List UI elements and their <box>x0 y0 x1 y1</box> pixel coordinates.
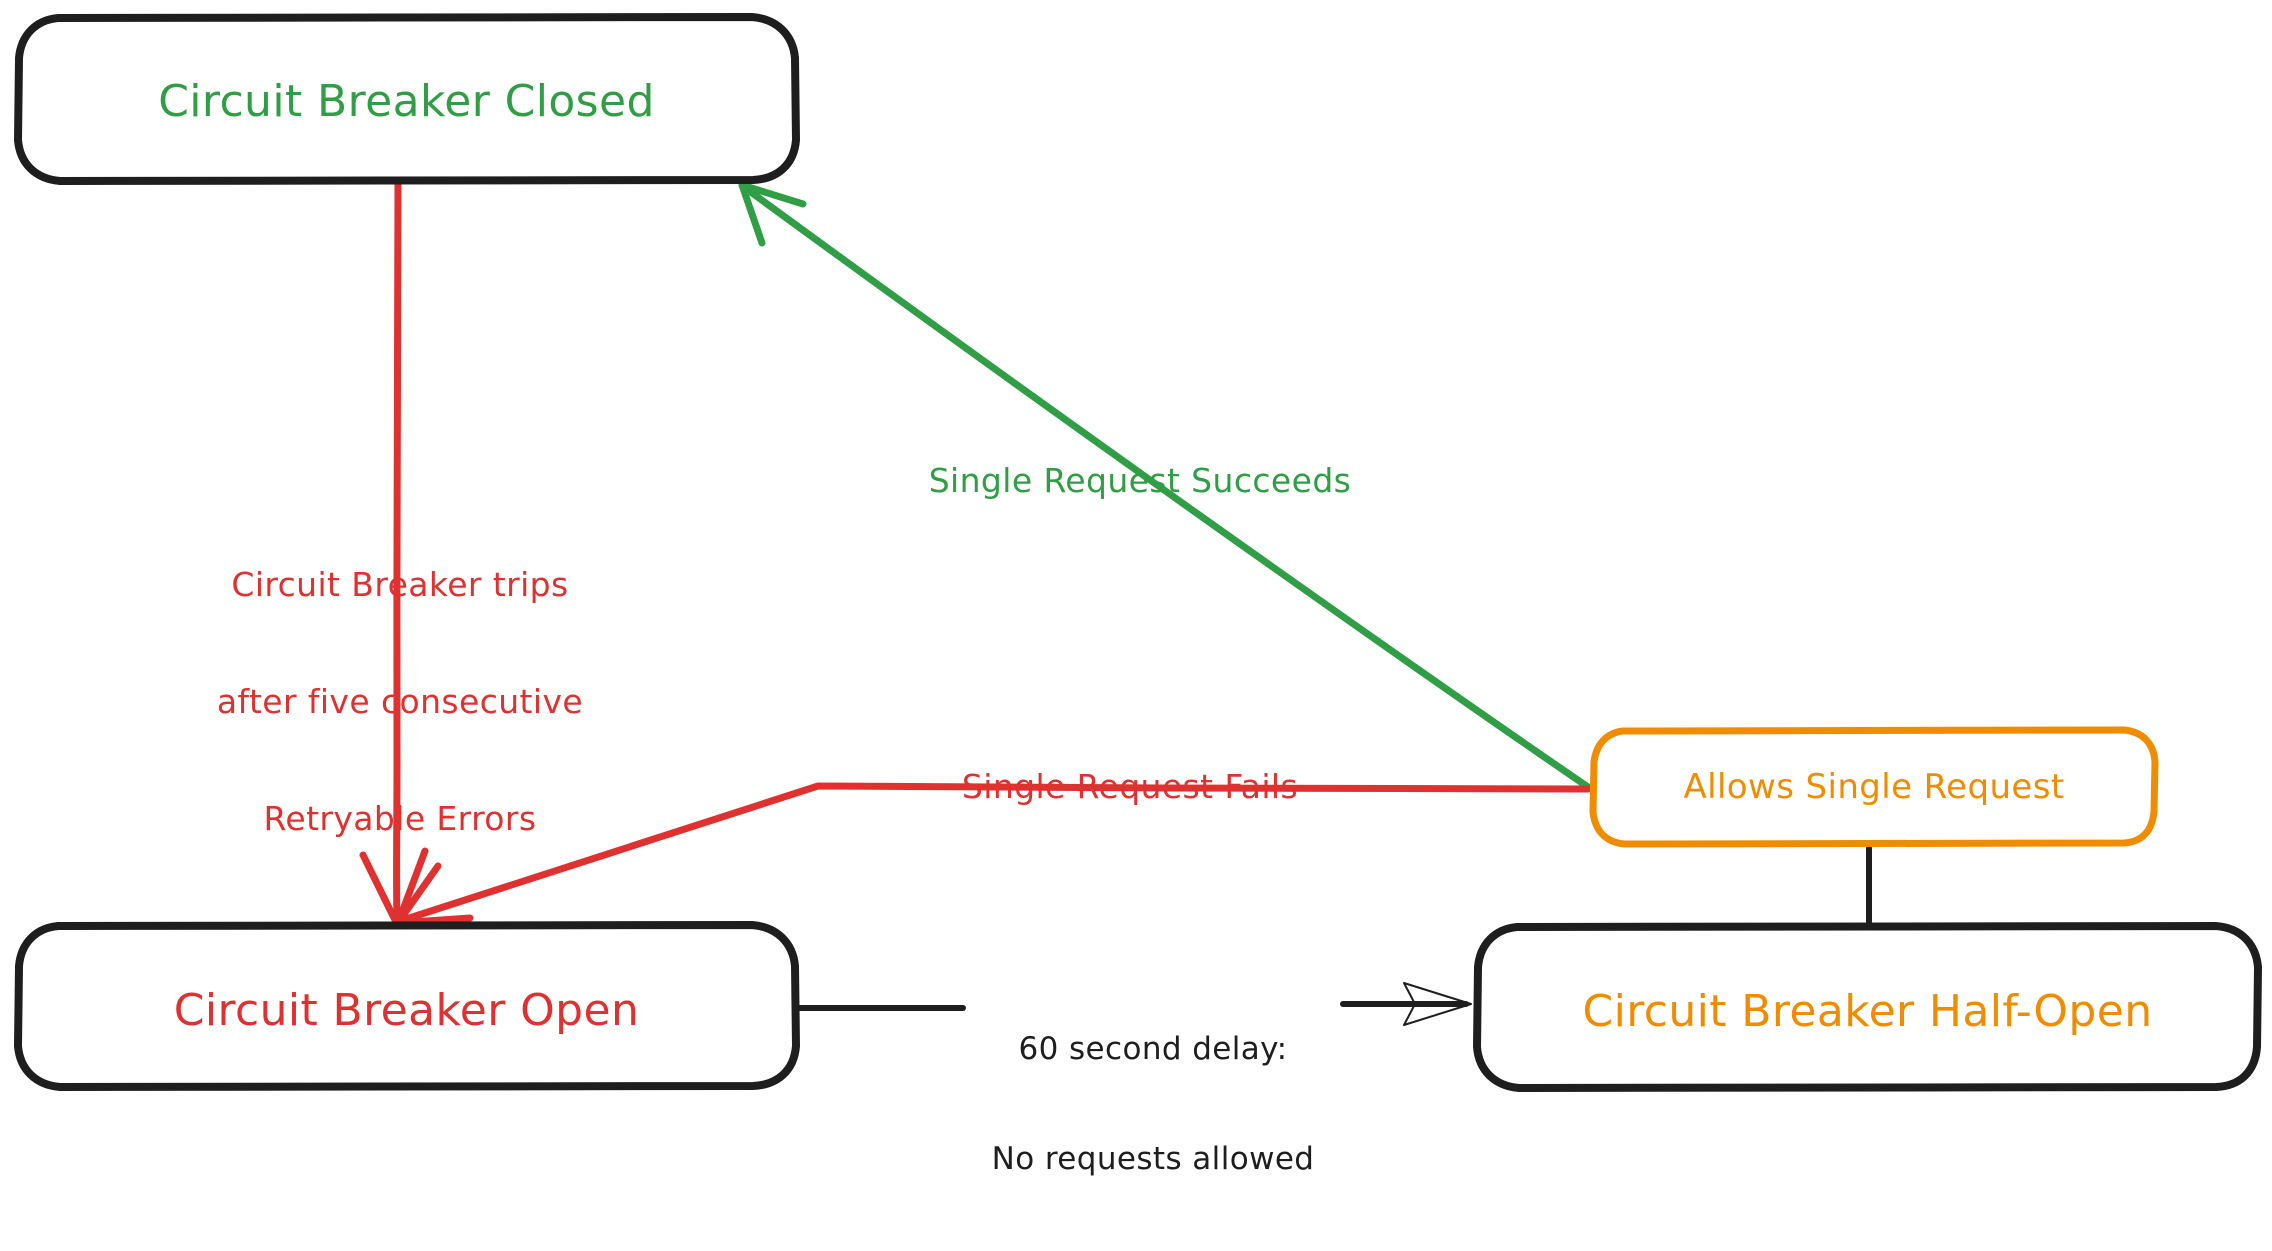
node-circuit-breaker-half-open[interactable] <box>1473 922 2262 1092</box>
edge-closed-to-open-line <box>393 178 402 925</box>
edge-allows-to-open-line <box>396 782 1592 925</box>
edge-allows-to-closed-arrowhead <box>738 181 807 247</box>
edge-open-to-half-open <box>795 982 1472 1026</box>
node-allows-single-request[interactable] <box>1589 726 2159 848</box>
edge-allows-to-closed-line <box>744 186 1592 791</box>
edge-allows-to-closed <box>738 181 1592 791</box>
edge-allows-to-open <box>394 782 1592 927</box>
edge-closed-to-open <box>359 178 442 928</box>
edge-label-delay-line-2: No requests allowed <box>991 1140 1315 1177</box>
node-circuit-breaker-closed[interactable] <box>14 13 800 185</box>
node-circuit-breaker-open[interactable] <box>14 921 800 1091</box>
diagram-canvas-root: Circuit Breaker Closed Circuit Breaker O… <box>14 13 2262 1177</box>
state-diagram-svg <box>14 13 2262 1092</box>
edge-open-to-half-open-arrowhead <box>1403 982 1472 1026</box>
